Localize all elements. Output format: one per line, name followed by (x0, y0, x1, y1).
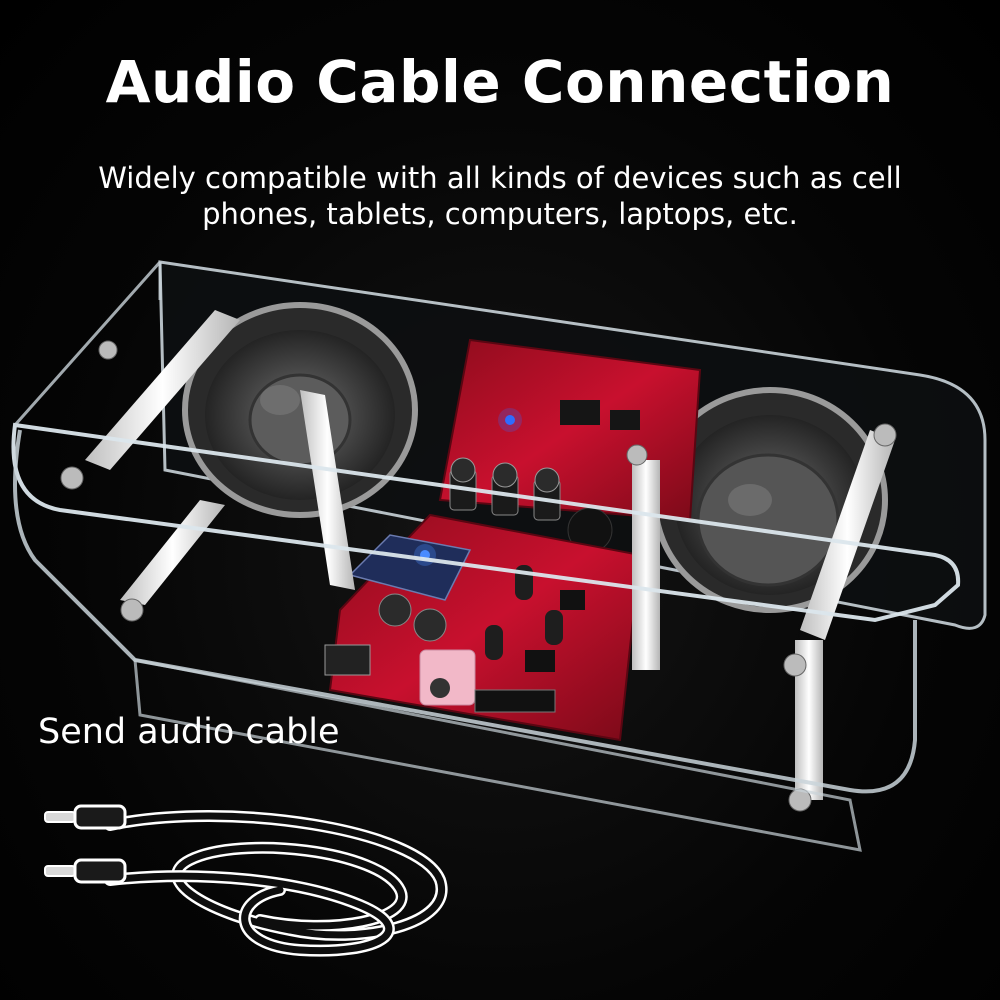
led-indicator (505, 415, 515, 425)
aux-plug-bottom (44, 858, 127, 884)
standoffs (60, 310, 897, 812)
cable-label: Send audio cable (38, 712, 340, 752)
power-switch (324, 644, 371, 676)
subtitle: Widely compatible with all kinds of devi… (98, 161, 902, 231)
aux-jack (419, 649, 476, 706)
aux-plug-top (44, 804, 127, 830)
headline: Audio Cable Connection (105, 48, 895, 116)
acrylic-front-panel (11, 261, 961, 852)
audio-cable (44, 804, 448, 957)
